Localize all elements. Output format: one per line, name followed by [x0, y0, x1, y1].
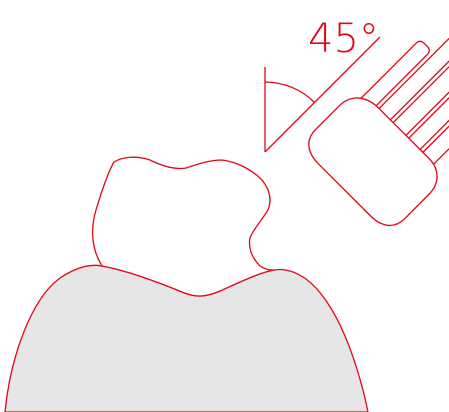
- angle-arc: [264, 81, 315, 103]
- bristle-tuft: [408, 80, 449, 179]
- brush-head: [308, 97, 438, 227]
- bristle-tuft: [350, 40, 430, 121]
- tooth-crown: [91, 156, 275, 297]
- angle-label: 45°: [308, 16, 379, 62]
- angle-indicator: [264, 36, 381, 153]
- angle-line: [264, 36, 381, 153]
- bristle-tuft: [393, 75, 449, 165]
- bristle-tuft: [364, 36, 449, 135]
